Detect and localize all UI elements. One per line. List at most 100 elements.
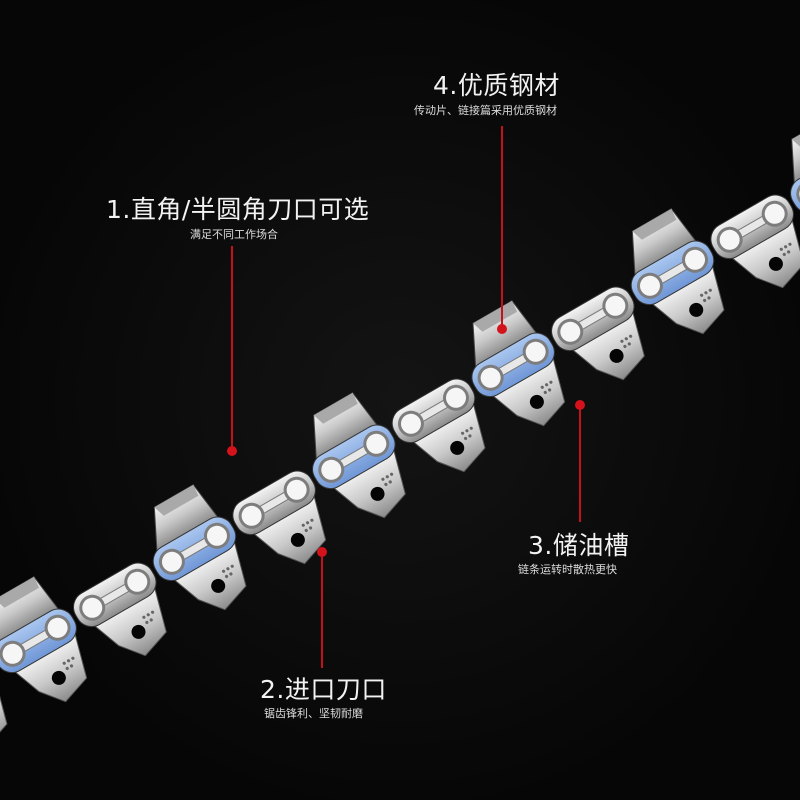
drive-link [0,679,8,749]
feature-2-title: 2.进口刀口 [260,675,387,704]
oil-groove-dot [464,436,468,441]
oil-groove-dot [707,296,711,300]
rivet [241,505,262,526]
rivet [47,617,68,638]
oil-hole [768,256,783,271]
rivet [685,249,706,270]
oil-groove-dot [627,342,631,346]
rivet [286,479,307,500]
oil-groove-dot [149,618,153,622]
oil-groove-dot [305,521,310,525]
oil-groove-dot [708,288,712,292]
oil-hole [131,624,146,639]
feature-1-title: 1.直角/半圆角刀口可选 [106,195,370,224]
rivet [719,229,740,250]
rivet [525,341,546,362]
oil-groove-dot [146,613,150,617]
rivet [2,643,23,664]
oil-groove-dot [469,426,473,430]
oil-groove-dot [782,252,786,257]
oil-groove-dot [145,620,149,625]
oil-groove-dot [540,385,544,389]
oil-groove-dot [66,659,71,663]
feature-3-pointer-line [579,406,581,522]
cutter-tooth [791,116,800,185]
oil-hole [609,348,624,363]
rivet [445,387,466,408]
oil-groove-dot [787,250,791,254]
oil-hole [689,302,704,317]
rivet [605,295,626,316]
oil-groove-dot [465,429,469,433]
oil-hole [529,394,544,409]
feature-3-pointer-dot [575,400,585,410]
oil-groove-dot [301,523,305,527]
feature-4-title: 4.优质钢材 [433,71,560,100]
oil-groove-dot [389,472,394,476]
oil-groove-dot [461,431,465,435]
oil-hole [370,486,385,501]
rivet [366,433,387,454]
feature-3-title: 3.储油槽 [528,531,630,560]
rivet [82,597,103,618]
oil-groove-dot [385,475,389,479]
oil-groove-dot [221,569,226,573]
rivet [764,203,785,224]
oil-hole [211,578,226,593]
side-plate [790,148,800,214]
rivet [560,321,581,342]
oil-groove-dot [703,298,707,303]
cutter-edge [632,208,677,240]
oil-groove-dot [142,615,146,619]
oil-groove-dot [150,610,155,614]
feature-3-subtitle: 链条运转时散热更快 [518,563,617,576]
rivet [480,367,501,388]
feature-2-subtitle: 锯齿锋利、坚韧耐磨 [264,707,363,720]
oil-groove-dot [230,564,234,568]
rivet [321,459,342,480]
feature-4-pointer-dot [497,324,507,334]
oil-groove-dot [384,482,388,487]
feature-1-subtitle: 满足不同工作场合 [190,228,278,241]
oil-hole [51,670,66,685]
oil-groove-dot [700,293,704,297]
oil-groove-dot [549,380,553,384]
oil-groove-dot [468,434,472,438]
oil-groove-dot [304,528,308,533]
oil-groove-dot [229,572,233,576]
cutter-edge [473,300,518,332]
oil-groove-dot [623,344,627,349]
cutter-edge [313,392,358,424]
oil-hole [290,532,305,547]
oil-groove-dot [224,574,229,579]
cutter-edge [154,484,199,516]
oil-groove-dot [226,567,230,571]
oil-groove-dot [548,388,552,392]
oil-groove-dot [62,661,66,665]
rivet [127,571,148,592]
feature-1-pointer-line [231,246,233,450]
feature-4-subtitle: 传动片、链接篇采用优质钢材 [414,104,557,117]
oil-groove-dot [704,291,708,295]
oil-groove-dot [620,339,624,343]
feature-4-pointer-line [501,126,503,328]
oil-groove-dot [381,477,385,481]
oil-groove-dot [788,242,792,246]
oil-groove-dot [543,390,547,395]
oil-groove-dot [308,526,313,530]
oil-groove-dot [624,337,628,341]
rivet [206,525,227,546]
oil-groove-dot [779,247,783,251]
oil-groove-dot [310,518,314,522]
oil-groove-dot [784,245,788,249]
rivet [400,413,421,434]
rivet [161,551,182,572]
feature-2-pointer-line [321,553,323,668]
oil-groove-dot [629,334,633,338]
cutter-edge [0,576,40,608]
feature-2-pointer-dot [317,547,327,557]
oil-groove-dot [388,480,392,484]
rivet [639,275,660,296]
